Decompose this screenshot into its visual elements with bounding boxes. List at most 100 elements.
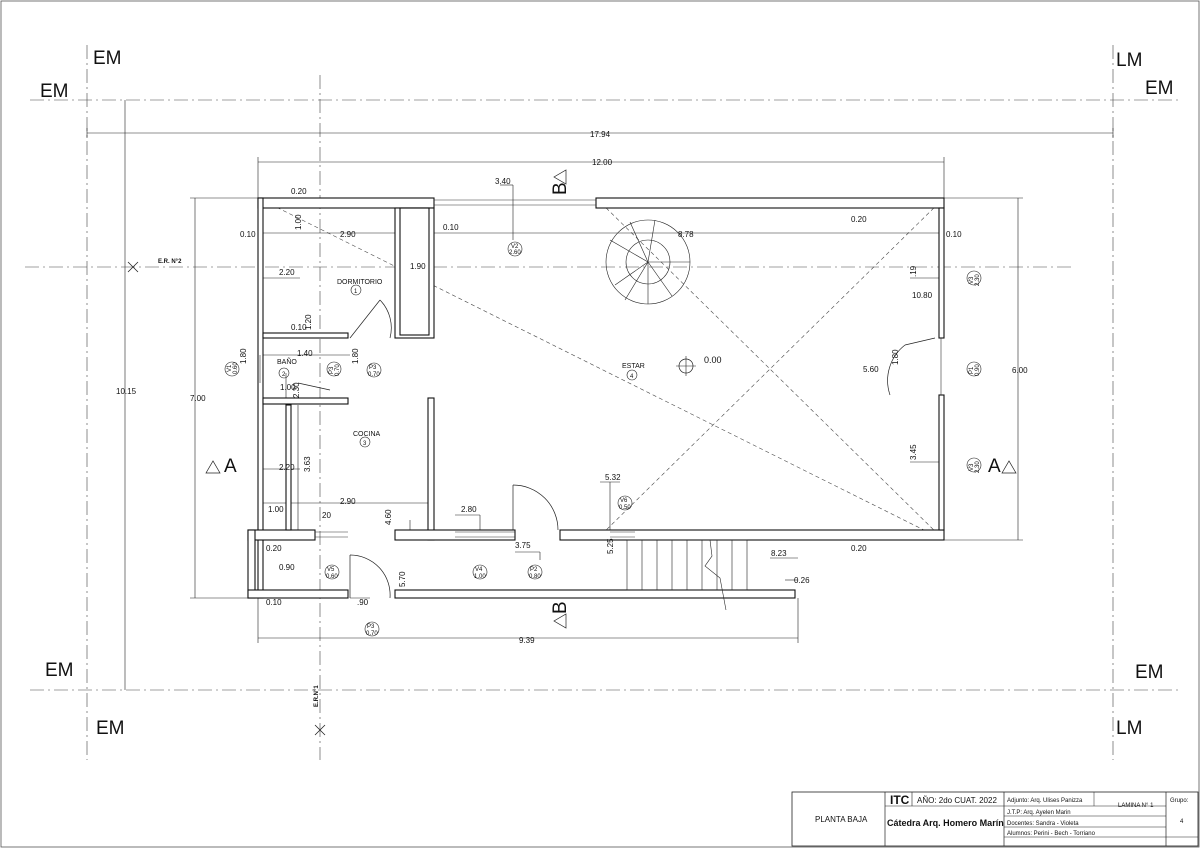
svg-text:3.40: 3.40	[495, 177, 511, 186]
svg-text:2.90: 2.90	[340, 230, 356, 239]
svg-text:0.20: 0.20	[291, 187, 307, 196]
svg-text:V2: V2	[511, 244, 519, 250]
margin-label: EM	[96, 718, 125, 739]
svg-text:5.25: 5.25	[606, 538, 615, 554]
svg-text:1.00: 1.00	[474, 574, 486, 580]
svg-text:V4: V4	[475, 567, 483, 573]
svg-text:0.20: 0.20	[266, 544, 282, 553]
svg-text:20: 20	[322, 511, 331, 520]
opening-tag: P2 0.80	[527, 564, 543, 580]
svg-text:1.00: 1.00	[294, 214, 303, 230]
svg-text:P3: P3	[329, 366, 335, 374]
svg-text:5.70: 5.70	[398, 571, 407, 587]
sheet-adjunto: Adjunto: Arq. Ulises Panizza	[1007, 798, 1083, 804]
svg-text:0.70: 0.70	[366, 631, 378, 637]
svg-text:0.70: 0.70	[335, 364, 341, 376]
svg-text:7.00: 7.00	[190, 394, 206, 403]
margin-label: EM	[1145, 78, 1174, 99]
svg-text:0.10: 0.10	[946, 230, 962, 239]
room-number: 3	[363, 441, 367, 447]
svg-text:0.20: 0.20	[851, 215, 867, 224]
room-name: BAÑO	[277, 357, 297, 366]
svg-text:0.10: 0.10	[266, 598, 282, 607]
svg-text:.19: .19	[909, 265, 918, 277]
svg-text:8.78: 8.78	[678, 230, 694, 239]
axis-label: E.R. N°2	[158, 259, 182, 265]
margin-lines	[25, 45, 1180, 760]
opening-tag: V4 1.00	[472, 564, 488, 580]
section-label: A	[224, 456, 237, 477]
sheet-year: AÑO: 2do CUAT. 2022	[917, 796, 997, 805]
svg-text:0.10: 0.10	[240, 230, 256, 239]
svg-text:10.80: 10.80	[912, 291, 933, 300]
svg-text:V3: V3	[969, 463, 975, 471]
opening-tag: V1 0.60	[224, 362, 240, 377]
opening-tags: V1 0.60 V2 2.60 V3 2.30 V3 2.30 P1 0.90 …	[224, 241, 982, 637]
room-number: 2	[282, 372, 286, 378]
axis-label: E.R.N°1	[314, 685, 320, 707]
margin-label: EM	[45, 660, 74, 681]
svg-text:V3: V3	[969, 276, 975, 284]
opening-tag: V3 2.30	[966, 270, 982, 286]
opening-tag: V6 0.50	[617, 495, 633, 511]
axis-marker-er2: E.R. N°2	[127, 259, 182, 273]
svg-text:8.23: 8.23	[771, 549, 787, 558]
svg-text:10.15: 10.15	[116, 387, 137, 396]
svg-text:0.80: 0.80	[529, 574, 541, 580]
svg-text:2.30: 2.30	[975, 274, 981, 286]
svg-text:1.20: 1.20	[304, 314, 313, 330]
axis-marker-er1: E.R.N°1	[314, 685, 326, 736]
opening-tag: V3 2.30	[966, 457, 982, 473]
svg-text:9.39: 9.39	[519, 636, 535, 645]
svg-text:5.32: 5.32	[605, 473, 621, 482]
sheet-grupo-value: 4	[1180, 819, 1184, 825]
room-name: DORMITORIO	[337, 279, 383, 286]
svg-text:2.30: 2.30	[292, 382, 301, 398]
svg-text:2.60: 2.60	[509, 250, 521, 256]
svg-text:0.60: 0.60	[326, 574, 338, 580]
svg-text:17.94: 17.94	[590, 130, 611, 139]
opening-tag: P3 0.70	[326, 361, 342, 377]
svg-text:1.40: 1.40	[297, 349, 313, 358]
opening-tag: P3 0.70	[364, 621, 380, 637]
section-label: B	[550, 601, 571, 614]
opening-tag: P1 0.90	[966, 361, 982, 377]
svg-text:0.60: 0.60	[233, 362, 239, 374]
svg-text:1.00: 1.00	[268, 505, 284, 514]
svg-text:1.90: 1.90	[410, 262, 426, 271]
svg-text:2.20: 2.20	[279, 463, 295, 472]
svg-text:1.80: 1.80	[891, 349, 900, 365]
margin-label: LM	[1116, 718, 1142, 739]
svg-text:3.63: 3.63	[303, 456, 312, 472]
sheet-code: ITC	[890, 793, 910, 807]
svg-text:2.30: 2.30	[975, 461, 981, 473]
svg-text:5.60: 5.60	[863, 365, 879, 374]
svg-text:0.70: 0.70	[368, 372, 380, 378]
room-name: COCINA	[353, 431, 381, 438]
svg-text:2.80: 2.80	[461, 505, 477, 514]
sheet-lamina: LAMINA N° 1	[1118, 803, 1154, 809]
svg-text:V5: V5	[327, 567, 335, 573]
room-number: 4	[630, 374, 634, 380]
svg-text:P1: P1	[969, 366, 975, 374]
level-marker: 0.00	[676, 355, 722, 376]
sheet-docentes: Docentes: Sandra - Violeta	[1007, 821, 1079, 827]
stairs	[605, 219, 748, 611]
svg-text:V6: V6	[620, 498, 628, 504]
svg-text:2.90: 2.90	[340, 497, 356, 506]
svg-text:0.50: 0.50	[619, 505, 631, 511]
section-label: B	[550, 182, 571, 195]
sheet-alumnos: Alumnos: Perini - Bech - Torriano	[1007, 831, 1096, 837]
sheet-catedra: Cátedra Arq. Homero Marín	[887, 818, 1004, 828]
room-name: ESTAR	[622, 363, 645, 370]
room-number: 1	[354, 289, 358, 295]
svg-text:12.00: 12.00	[592, 158, 613, 167]
room-labels: DORMITORIO 1 BAÑO 2 COCINA 3 ESTAR 4	[277, 279, 645, 448]
svg-text:0.26: 0.26	[794, 576, 810, 585]
margin-label: EM	[1135, 662, 1164, 683]
svg-text:1.80: 1.80	[351, 348, 360, 364]
margin-label: LM	[1116, 50, 1142, 71]
